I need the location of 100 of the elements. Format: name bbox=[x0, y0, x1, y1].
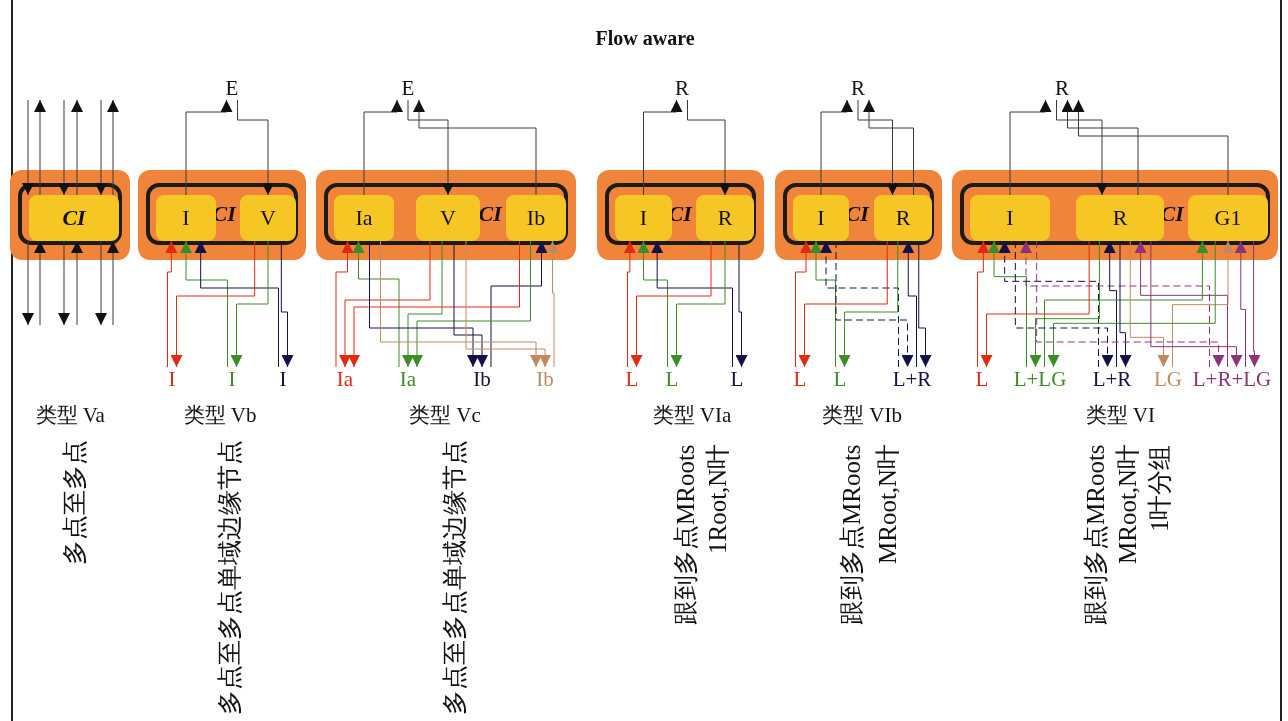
arrow bbox=[411, 240, 531, 368]
arrow bbox=[1150, 240, 1243, 368]
ci-frame bbox=[324, 183, 568, 245]
port-label: L+R bbox=[889, 367, 935, 391]
arrow bbox=[380, 240, 542, 368]
port-label: Ia bbox=[394, 367, 422, 391]
port-label: Ib bbox=[531, 367, 559, 391]
type-caption: 类型 Vc bbox=[409, 403, 481, 427]
function-box: Ia bbox=[334, 195, 394, 241]
description-text: 多点至多点单域边缘节点 bbox=[215, 440, 244, 715]
function-box: I bbox=[793, 195, 849, 241]
arrow bbox=[988, 240, 1027, 368]
arrow bbox=[71, 240, 83, 326]
arrow bbox=[407, 99, 454, 196]
arrow bbox=[185, 99, 233, 196]
arrow bbox=[34, 99, 46, 196]
arrow bbox=[453, 240, 488, 368]
arrow bbox=[863, 99, 914, 196]
arrow bbox=[335, 240, 354, 368]
arrow bbox=[1009, 99, 1052, 196]
description-text: MRoot,N叶 bbox=[873, 443, 902, 564]
ci-frame bbox=[18, 183, 122, 245]
arrow bbox=[165, 240, 178, 368]
arrow bbox=[58, 99, 70, 196]
endpoint-label: E bbox=[394, 76, 422, 100]
description-text: MRoot,N叶 bbox=[1113, 443, 1142, 564]
port-label: Ia bbox=[331, 367, 359, 391]
port-label: L bbox=[826, 367, 854, 391]
arrow bbox=[22, 99, 34, 196]
description-text: 跟到多点MRoots bbox=[1081, 444, 1110, 625]
function-box: CI bbox=[29, 195, 119, 241]
arrow bbox=[643, 99, 683, 196]
ci-frame bbox=[605, 183, 756, 245]
arrow bbox=[180, 240, 228, 368]
port-label: L bbox=[786, 367, 814, 391]
description-text: 多点至多点 bbox=[60, 440, 89, 565]
arrow bbox=[339, 240, 431, 368]
arrow bbox=[465, 240, 551, 368]
arrow bbox=[490, 240, 548, 368]
arrow bbox=[413, 99, 537, 196]
arrow bbox=[1103, 240, 1117, 368]
arrow bbox=[1029, 240, 1100, 368]
arrow bbox=[670, 240, 726, 368]
arrow bbox=[95, 240, 107, 326]
port-label: I bbox=[269, 367, 297, 391]
port-label: L+R bbox=[1089, 367, 1135, 391]
arrow bbox=[1129, 240, 1170, 368]
arrow bbox=[58, 240, 70, 326]
function-box: R bbox=[696, 195, 754, 241]
arrow bbox=[194, 240, 279, 368]
description-text: 1Root,N叶 bbox=[703, 443, 732, 554]
description-text: 跟到多点MRoots bbox=[671, 444, 700, 625]
port-label: LG bbox=[1151, 367, 1185, 391]
arrow bbox=[623, 240, 636, 368]
arrow bbox=[820, 240, 899, 368]
arrow bbox=[902, 240, 917, 368]
arrow bbox=[651, 240, 733, 368]
function-box: R bbox=[874, 195, 932, 241]
port-label: L bbox=[618, 367, 646, 391]
arrow bbox=[363, 99, 403, 196]
arrow bbox=[22, 240, 34, 326]
port-label: I bbox=[158, 367, 186, 391]
arrow bbox=[1056, 99, 1108, 196]
arrow bbox=[237, 99, 274, 196]
arrow bbox=[835, 240, 914, 368]
function-box: Ib bbox=[506, 195, 566, 241]
port-label: L bbox=[658, 367, 686, 391]
arrow bbox=[857, 99, 899, 196]
device-box bbox=[775, 170, 942, 260]
port-label: L+LG bbox=[1010, 367, 1070, 391]
arrow bbox=[977, 240, 990, 368]
title: Flow aware bbox=[595, 26, 695, 50]
arrow bbox=[810, 240, 836, 368]
device-box bbox=[10, 170, 130, 260]
arrow bbox=[1072, 99, 1229, 196]
arrow bbox=[735, 240, 748, 368]
endpoint-label: R bbox=[668, 76, 696, 100]
function-box: G1 bbox=[1188, 195, 1268, 241]
description-text: 跟到多点MRoots bbox=[837, 444, 866, 625]
endpoint-label: R bbox=[1048, 76, 1076, 100]
device-box bbox=[597, 170, 764, 260]
device-box bbox=[138, 170, 306, 260]
endpoint-label: E bbox=[218, 76, 246, 100]
arrow bbox=[230, 240, 269, 368]
arrow bbox=[369, 240, 479, 368]
arrow bbox=[1248, 240, 1261, 368]
arrow bbox=[795, 240, 812, 368]
device-box bbox=[952, 170, 1278, 260]
arrow bbox=[1061, 99, 1139, 196]
arrow bbox=[1134, 240, 1228, 368]
arrow bbox=[1119, 240, 1132, 368]
port-label: L bbox=[968, 367, 996, 391]
arrow bbox=[1172, 240, 1234, 368]
function-box: I bbox=[156, 195, 216, 241]
arrow bbox=[998, 240, 1099, 368]
type-caption: 类型 VIa bbox=[652, 403, 732, 427]
arrow bbox=[107, 240, 119, 326]
ci-frame bbox=[146, 183, 298, 245]
arrow bbox=[820, 99, 853, 196]
function-box: I bbox=[615, 195, 672, 241]
